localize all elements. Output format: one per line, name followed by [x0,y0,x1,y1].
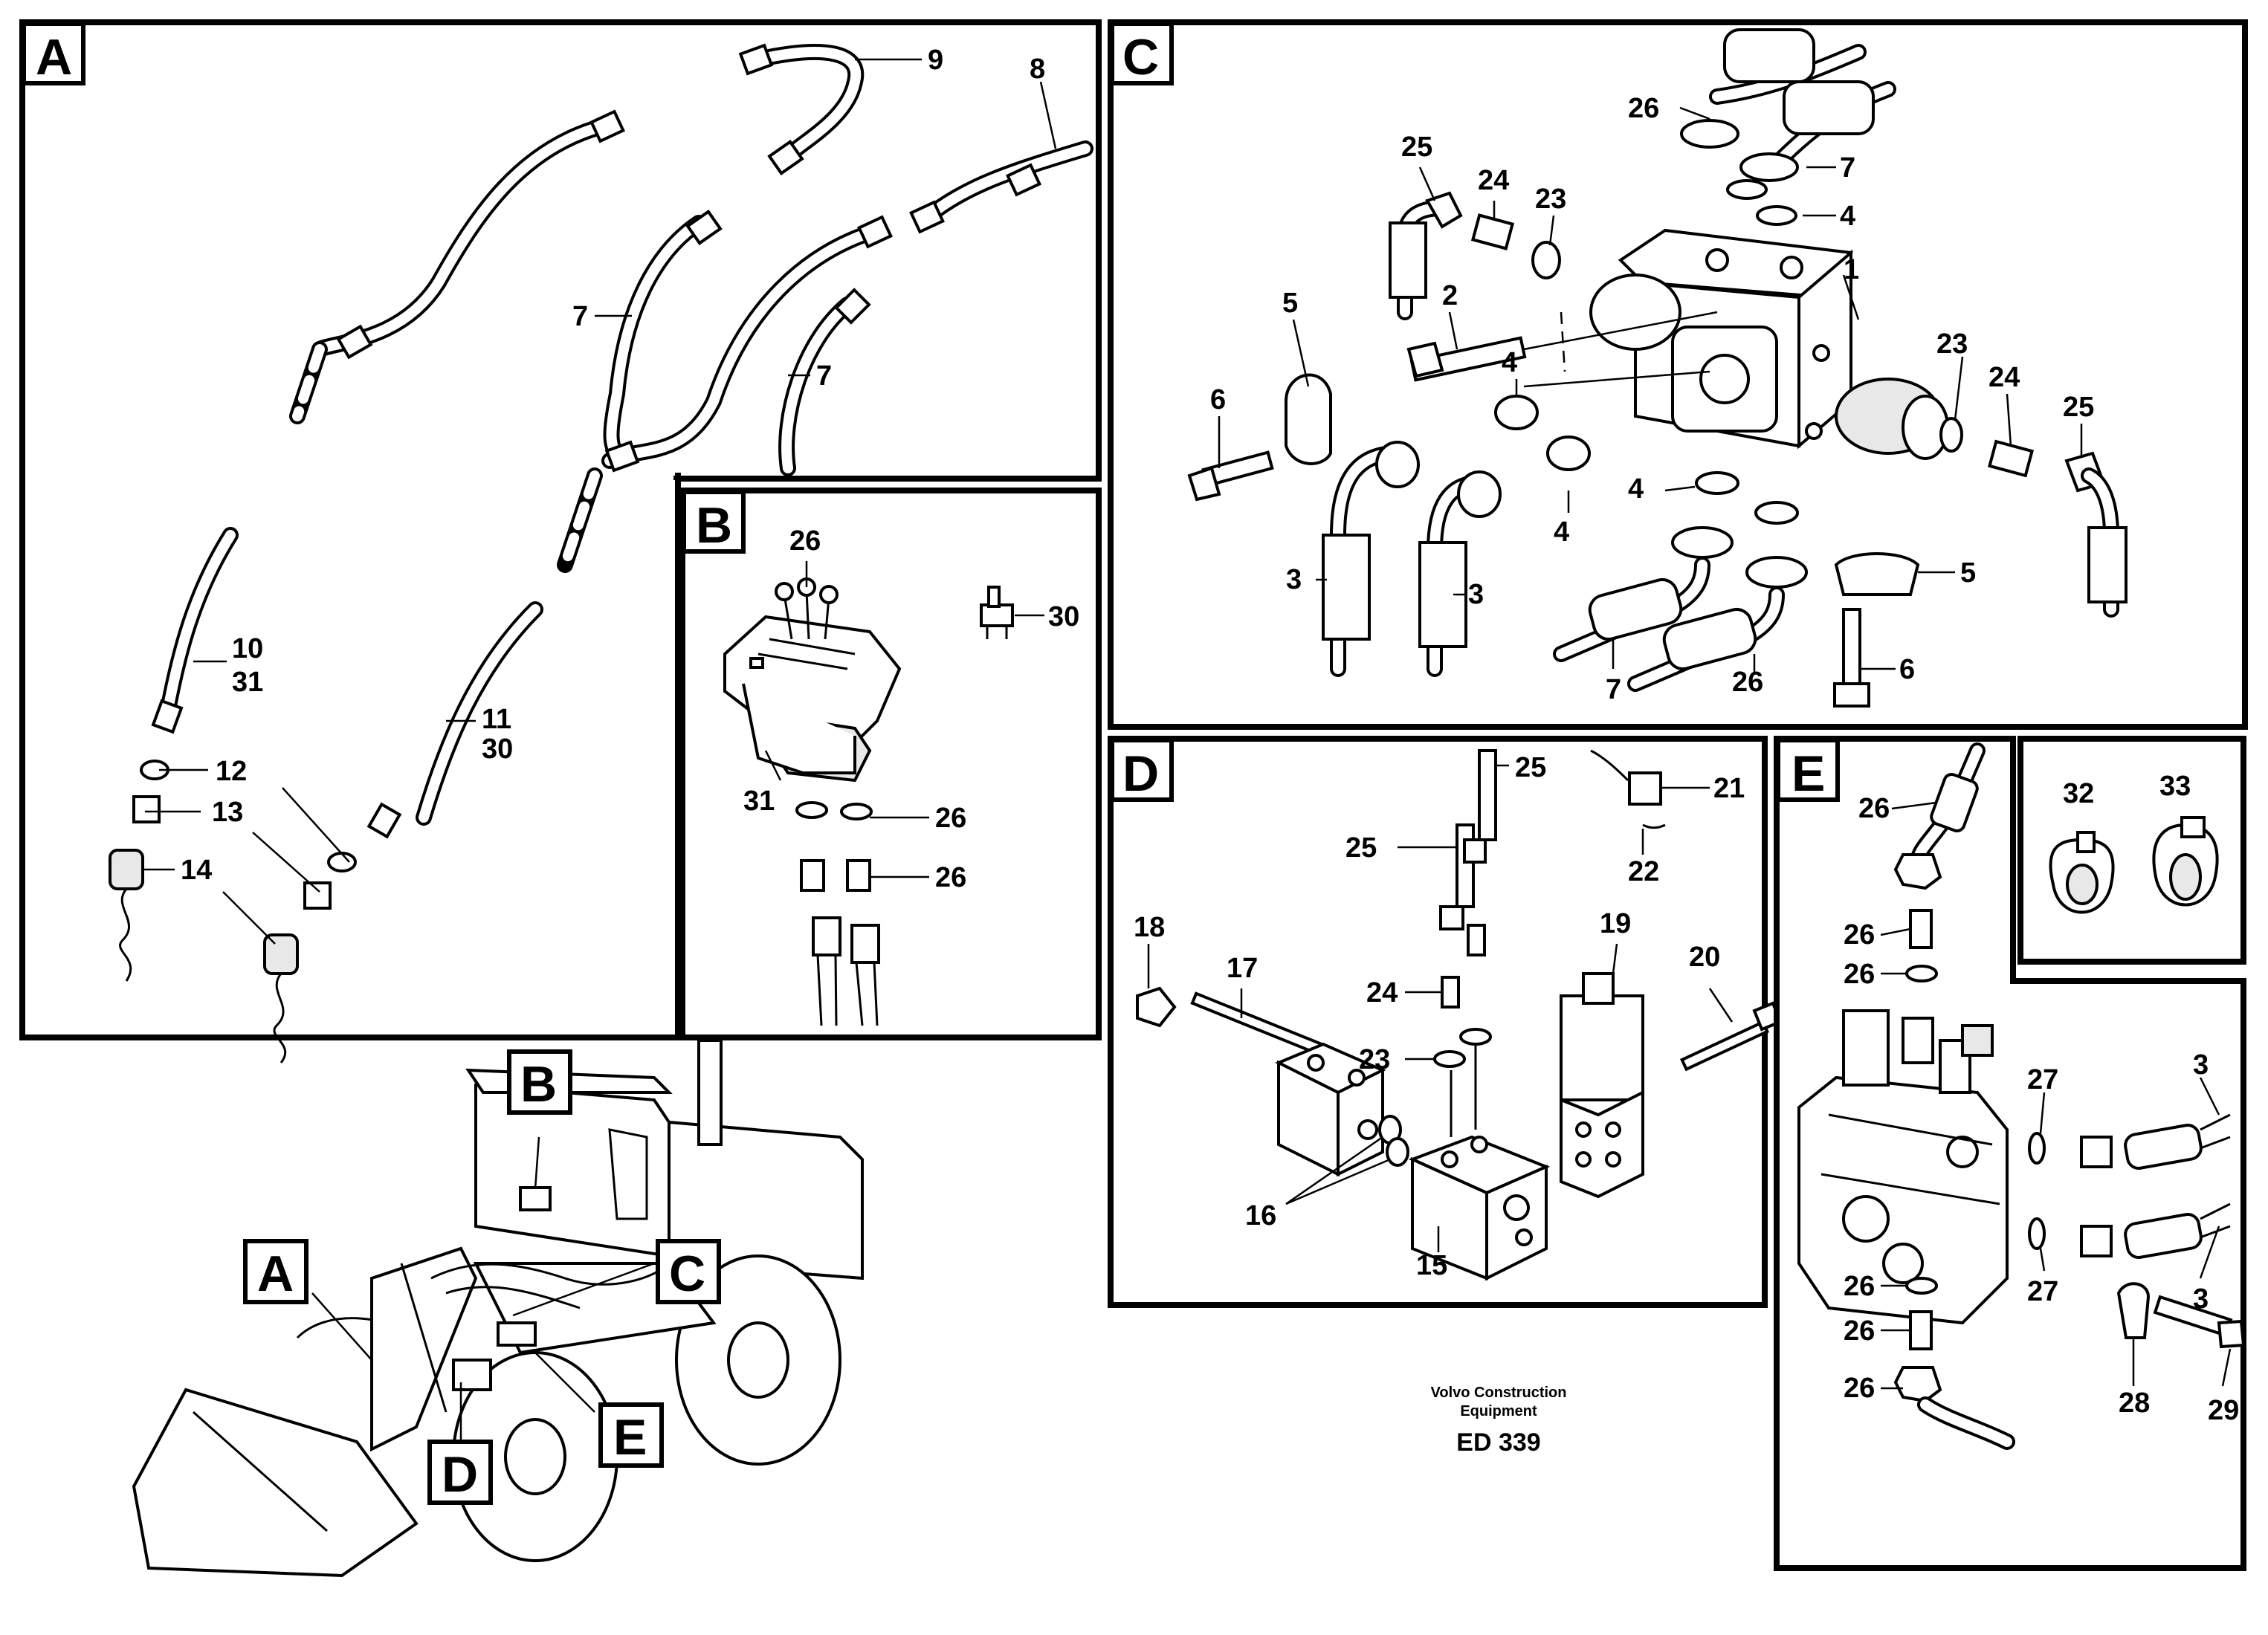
overview-tag-a [243,1239,308,1304]
overview-tag-e-label: E [613,1409,647,1466]
overview-tag-e [598,1402,664,1468]
callout-c-26-bottom: 26 [1732,667,1763,698]
callout-a-13: 13 [212,797,243,828]
callout-d-25: 25 [1345,832,1377,864]
callout-a-7a: 7 [572,301,588,332]
callout-b-31: 31 [743,786,775,817]
callout-a-12: 12 [216,756,247,787]
panel-a: A [19,19,1102,1063]
callout-d-24: 24 [1366,977,1398,1008]
callout-c-3-mid: 3 [1468,579,1484,610]
callout-a-9: 9 [928,45,943,76]
overview-tag-d-label: D [442,1446,478,1503]
callout-b-26a: 26 [935,803,966,834]
callout-c-25-right: 25 [2063,392,2094,423]
footer-company-line2: Equipment [1460,1403,1537,1419]
callout-33: 33 [2159,771,2191,802]
callout-b-30: 30 [1048,601,1079,632]
callout-c-24-left: 24 [1478,165,1509,196]
footer-company-line1: Volvo Construction [1431,1385,1567,1401]
callout-d-15: 15 [1416,1250,1447,1281]
callout-c-4-lower: 4 [1554,517,1569,548]
callout-c-7-top: 7 [1840,152,1855,184]
overview-tag-d [427,1440,493,1505]
callout-c-7-bottom: 7 [1606,674,1621,705]
panel-e-tag [1776,738,1840,802]
callout-c-4-bottom: 4 [1628,473,1644,505]
callout-a-8: 8 [1030,54,1045,85]
callout-c-23-right: 23 [1936,328,1968,360]
overview-tag-b [507,1049,572,1115]
callout-d-19: 19 [1600,908,1631,939]
overview-tag-c-label: C [669,1246,705,1302]
callout-32: 32 [2063,778,2094,809]
panel-d-tag [1110,738,1174,802]
overview-tag-a-label: A [257,1246,294,1302]
callout-d-25-top: 25 [1515,752,1546,783]
callout-d-16: 16 [1245,1200,1276,1231]
callout-d-20: 20 [1689,942,1720,973]
callout-e-3-bottom: 3 [2193,1283,2209,1315]
callout-a-31: 31 [232,667,263,698]
panel-c: C [1108,19,2248,730]
panel-a-frame [19,19,1102,482]
callout-a-7b: 7 [816,360,832,392]
callout-e-28: 28 [2119,1388,2150,1419]
panel-a-frame-lower [19,473,681,1040]
callout-a-11: 11 [482,704,511,735]
overview-loader: B A C D E [132,1039,864,1578]
panel-d-tag-label: D [1122,745,1159,802]
panel-a-tag-label: A [36,29,72,85]
overview-tag-b-label: B [520,1056,557,1113]
callout-c-1: 1 [1844,254,1859,285]
callout-c-4-top: 4 [1840,201,1855,232]
callout-e-26-e: 26 [1844,1315,1875,1347]
callout-e-26-top: 26 [1858,793,1890,824]
callout-c-26-top: 26 [1628,93,1659,124]
callout-e-27-bottom: 27 [2027,1276,2058,1307]
callout-a-14: 14 [181,855,212,886]
callout-d-17: 17 [1227,953,1258,984]
callout-c-6-right: 6 [1899,654,1915,685]
callout-a-30: 30 [482,734,513,765]
panel-b-tag [682,490,746,554]
footer: Volvo Construction Equipment ED 339 [1431,1385,1567,1457]
callout-d-22: 22 [1628,856,1659,887]
panel-e-tag-label: E [1792,745,1825,802]
callout-e-26-f: 26 [1844,1373,1875,1404]
callout-e-3-top: 3 [2193,1049,2209,1081]
callout-c-3-left: 3 [1286,564,1302,595]
callout-c-6-left: 6 [1210,384,1226,415]
footer-code: ED 339 [1456,1428,1540,1457]
callout-c-5-left: 5 [1282,288,1298,319]
callout-e-26-b: 26 [1844,919,1875,951]
callout-c-24-right: 24 [1988,362,2020,393]
callout-c-23-left: 23 [1535,184,1566,215]
callout-e-26-d: 26 [1844,1271,1875,1302]
panel-c-tag [1110,22,1174,85]
callout-d-23: 23 [1359,1044,1390,1075]
panel-a-tag [22,22,85,85]
callout-c-2: 2 [1442,280,1458,311]
callout-c-25-left: 25 [1401,132,1432,163]
callout-c-5-right: 5 [1960,557,1976,589]
panel-d: D [1108,736,1783,1308]
callout-c-4-mid: 4 [1502,347,1517,378]
overview-tag-c [656,1239,721,1304]
callout-e-29: 29 [2208,1395,2239,1426]
panel-clamps: 32 33 [2017,736,2246,965]
callout-b-26-top: 26 [789,525,821,557]
callout-b-26b: 26 [935,862,966,893]
panel-b-frame [679,488,1102,1040]
callout-d-21: 21 [1713,773,1745,804]
panel-e: E [1774,736,2246,1571]
callout-e-26-c: 26 [1844,959,1875,990]
callout-a-10: 10 [232,633,263,664]
callout-d-18: 18 [1134,912,1165,943]
panel-b-tag-label: B [696,497,732,554]
callout-e-27-top: 27 [2027,1064,2058,1095]
panel-c-tag-label: C [1122,29,1159,85]
panel-b: B 26 30 31 [679,488,1102,1040]
